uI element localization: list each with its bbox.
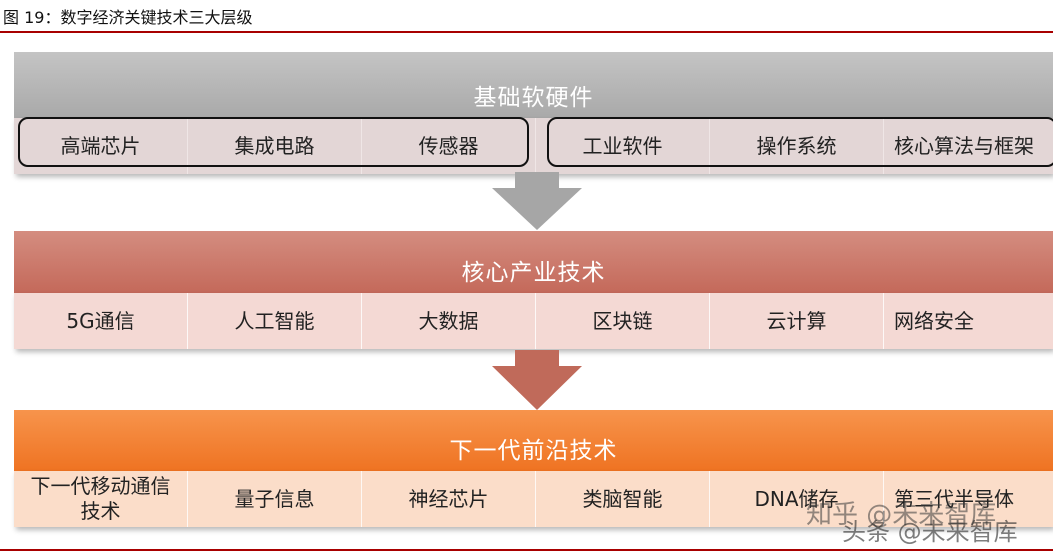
layer-items: 下一代移动通信技术 量子信息 神经芯片 类脑智能 DNA储存 第三代半导体 xyxy=(14,471,1053,527)
layer-item: DNA储存 xyxy=(710,471,884,527)
layer-item: 人工智能 xyxy=(188,293,362,349)
watermark-zhihu: 知乎 @未来智库 xyxy=(806,500,997,530)
layer-item: 集成电路 xyxy=(188,118,362,174)
bottom-rule xyxy=(0,549,1053,551)
layer-frontier: 下一代前沿技术 下一代移动通信技术 量子信息 神经芯片 类脑智能 DNA储存 第… xyxy=(14,410,1053,527)
down-arrow-stem xyxy=(515,172,559,188)
top-rule xyxy=(0,31,1053,33)
layer-core-industry: 核心产业技术 5G通信 人工智能 大数据 区块链 云计算 网络安全 xyxy=(14,231,1053,349)
layer-title: 核心产业技术 xyxy=(14,231,1053,293)
layer-item: 第三代半导体 xyxy=(894,486,1014,511)
down-arrow-icon xyxy=(492,188,582,230)
layer-item: 神经芯片 xyxy=(362,471,536,527)
layer-items: 5G通信 人工智能 大数据 区块链 云计算 网络安全 xyxy=(14,293,1053,349)
layer-title: 基础软硬件 xyxy=(14,52,1053,118)
layer-item: 下一代移动通信技术 xyxy=(14,471,188,527)
figure-title: 图 19：数字经济关键技术三大层级 xyxy=(3,8,253,27)
layer-item: 大数据 xyxy=(362,293,536,349)
layer-item: 5G通信 xyxy=(14,293,188,349)
layer-item: 量子信息 xyxy=(188,471,362,527)
layer-items: 高端芯片 集成电路 传感器 工业软件 操作系统 核心算法与框架 xyxy=(14,118,1053,174)
layer-item: 高端芯片 xyxy=(14,118,188,174)
layer-foundation: 基础软硬件 高端芯片 集成电路 传感器 工业软件 操作系统 核心算法与框架 xyxy=(14,52,1053,174)
layer-title: 下一代前沿技术 xyxy=(14,410,1053,471)
layer-item: 传感器 xyxy=(362,118,536,174)
layer-item: 操作系统 xyxy=(710,118,884,174)
watermark-toutiao: 头条 @未来智库 xyxy=(842,518,1018,546)
layer-item: 云计算 xyxy=(710,293,884,349)
hardware-group-outline xyxy=(18,117,529,167)
layer-item: 核心算法与框架 xyxy=(894,133,1034,158)
down-arrow-stem xyxy=(515,350,559,366)
layer-item: 工业软件 xyxy=(536,118,710,174)
layer-item: 区块链 xyxy=(536,293,710,349)
layer-item: 网络安全 xyxy=(894,308,974,333)
down-arrow-icon xyxy=(492,366,582,410)
software-group-outline xyxy=(547,117,1053,167)
layer-item: 类脑智能 xyxy=(536,471,710,527)
